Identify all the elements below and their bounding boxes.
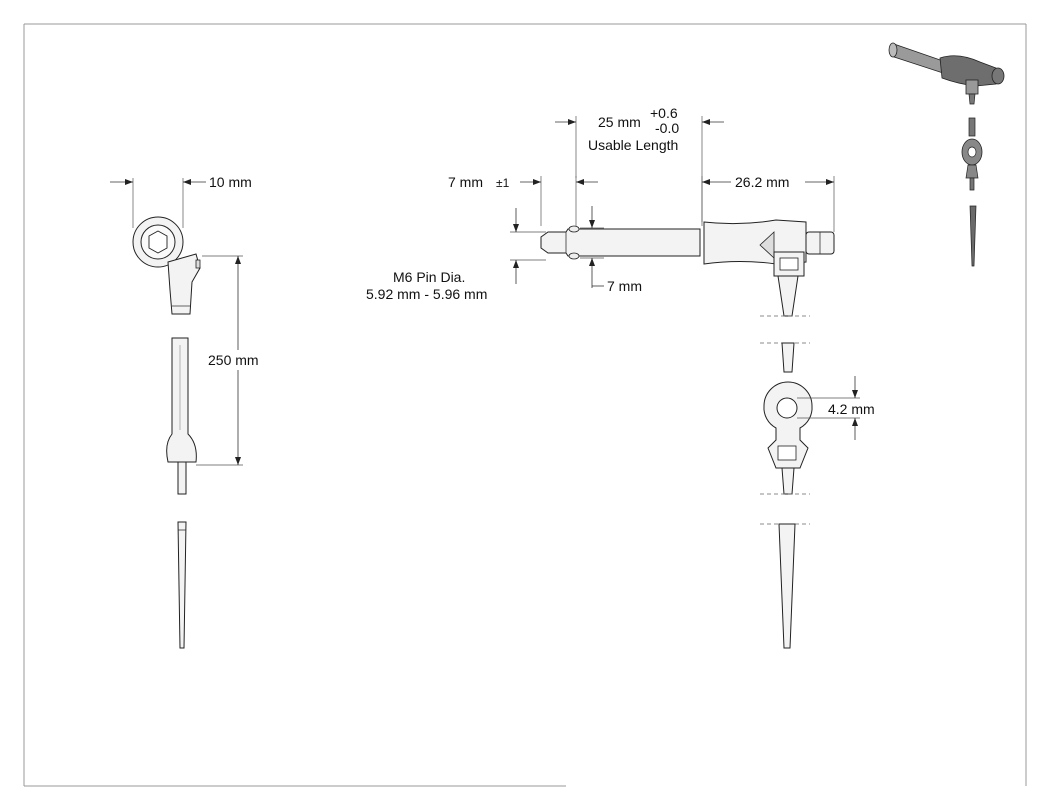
locking-ball-bottom bbox=[568, 252, 580, 260]
cable-end-front bbox=[778, 523, 796, 649]
locking-ball-top bbox=[568, 225, 580, 233]
pin-body bbox=[540, 228, 701, 257]
dim-usable: 25 mm +0.6 -0.0 Usable Length bbox=[555, 105, 724, 226]
label-usable-nominal: 25 mm bbox=[598, 114, 641, 130]
dim-groove: 7 mm bbox=[580, 206, 642, 294]
cable-tip-upper bbox=[177, 461, 187, 495]
label-usable-text: Usable Length bbox=[588, 137, 678, 153]
eye-hole bbox=[776, 397, 798, 419]
label-groove: 7 mm bbox=[607, 278, 642, 294]
label-hole: 4.2 mm bbox=[828, 401, 875, 417]
dim-width-head: 10 mm bbox=[110, 174, 252, 228]
isometric-view bbox=[888, 42, 1005, 267]
label-usable-plus: +0.6 bbox=[650, 105, 678, 121]
eye-ring bbox=[763, 381, 813, 469]
dim-pin: M6 Pin Dia. 5.92 mm - 5.96 mm bbox=[366, 208, 546, 302]
cable-mid-front bbox=[781, 342, 795, 373]
label-pin-range: 5.92 mm - 5.96 mm bbox=[366, 286, 487, 302]
dim-hole: 4.2 mm bbox=[797, 376, 875, 440]
label-width-head: 10 mm bbox=[209, 174, 252, 190]
ring-head-hex bbox=[148, 230, 168, 254]
cable-top bbox=[777, 275, 799, 317]
label-handle: 26.2 mm bbox=[735, 174, 789, 190]
front-view bbox=[540, 219, 835, 649]
dim-collar: 7 mm ±1 bbox=[448, 174, 598, 226]
label-usable-minus: -0.0 bbox=[655, 120, 679, 136]
label-collar: 7 mm bbox=[448, 174, 483, 190]
cable-mid bbox=[166, 337, 197, 463]
side-view bbox=[132, 216, 201, 649]
dim-length: 250 mm bbox=[196, 255, 259, 466]
dim-handle: 26.2 mm bbox=[701, 174, 835, 232]
sheet-border bbox=[23, 23, 1027, 787]
label-tolerance: ±1 bbox=[496, 176, 510, 190]
clip-lug bbox=[167, 253, 201, 315]
label-pin-dia: M6 Pin Dia. bbox=[393, 269, 465, 285]
cable-end bbox=[177, 521, 187, 649]
label-length: 250 mm bbox=[208, 352, 259, 368]
